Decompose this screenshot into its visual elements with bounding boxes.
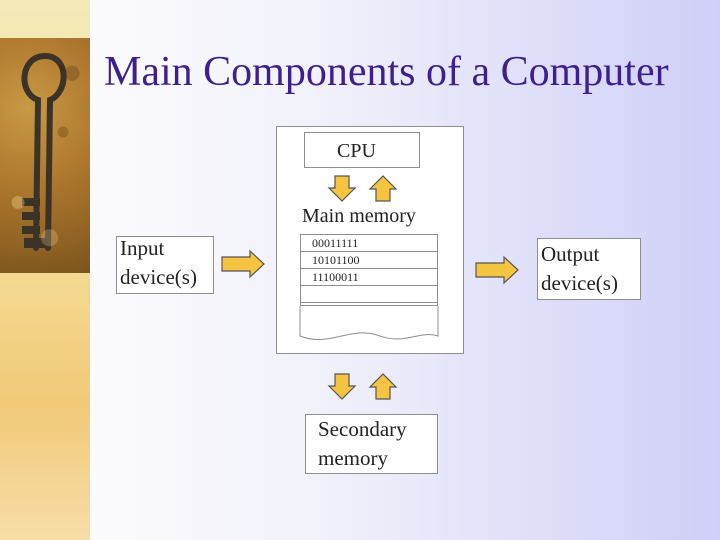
arrow-secondary-to-memory (368, 373, 398, 400)
memory-row-1: 00011111 (300, 235, 438, 252)
arrow-cpu-to-memory (327, 175, 357, 202)
memory-top-border (300, 234, 438, 235)
input-device-box (116, 236, 214, 294)
memory-wavy-edge (299, 306, 439, 341)
input-device-label-line2: device(s) (120, 265, 197, 289)
input-device-label-line1: Input (120, 236, 165, 260)
page-title: Main Components of a Computer (104, 49, 669, 95)
memory-row-4 (300, 286, 438, 303)
secondary-memory-label-line2: memory (318, 446, 388, 470)
memory-row-3: 11100011 (300, 269, 438, 286)
cpu-box (304, 132, 420, 168)
arrow-memory-to-output (475, 255, 519, 285)
key-photo (0, 38, 90, 273)
output-device-label-line2: device(s) (541, 271, 618, 295)
memory-row-2: 10101100 (300, 252, 438, 269)
secondary-memory-label-line1: Secondary (318, 417, 407, 441)
arrow-input-to-memory (221, 249, 265, 279)
arrow-memory-to-secondary (327, 373, 357, 400)
main-memory-label: Main memory (302, 205, 416, 227)
arrow-memory-to-cpu (368, 175, 398, 202)
cpu-label: CPU (337, 140, 376, 162)
memory-row-5 (300, 303, 438, 306)
secondary-memory-box (305, 414, 438, 474)
output-device-label-line1: Output (541, 242, 600, 266)
output-device-box (537, 238, 641, 300)
